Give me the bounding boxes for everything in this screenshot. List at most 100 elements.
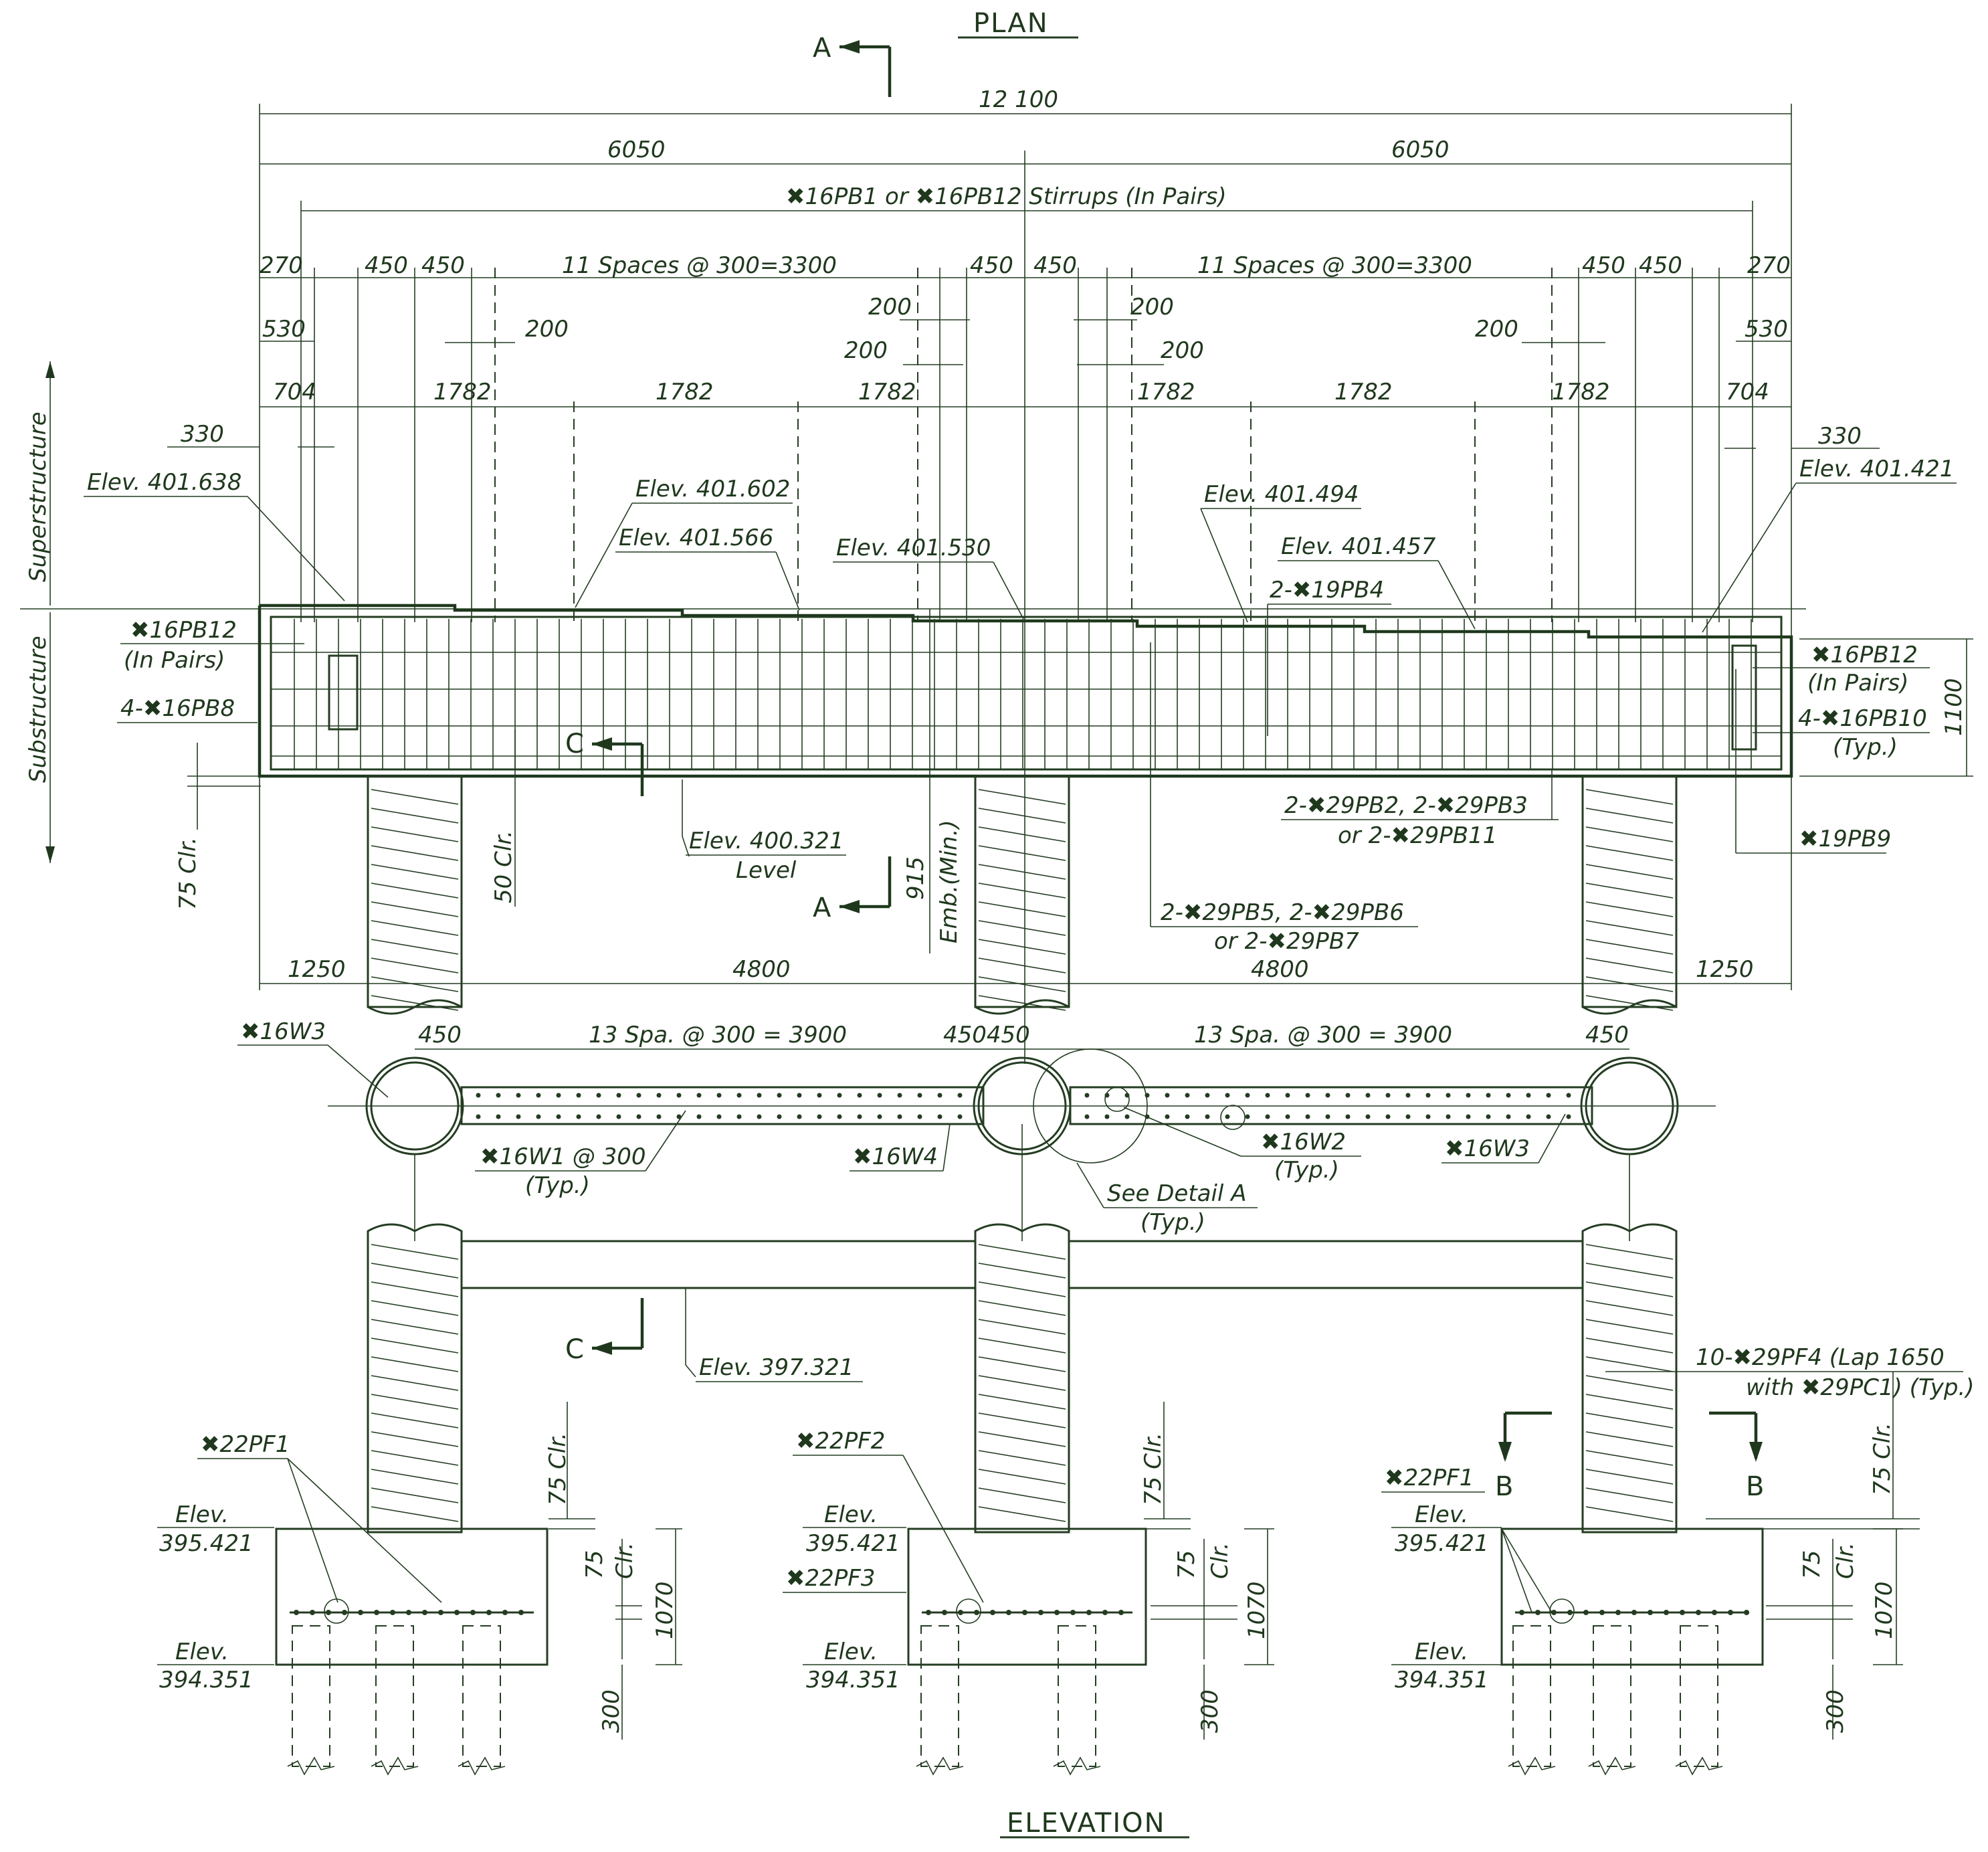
spiral — [1585, 1469, 1674, 1485]
svg-text:450: 450 — [1639, 252, 1682, 279]
footing-bar-dot — [1022, 1610, 1027, 1615]
footing-bar-dot — [374, 1610, 379, 1615]
svg-text:Elev. 401.421: Elev. 401.421 — [1799, 456, 1954, 482]
footing-bar-dot — [1551, 1610, 1557, 1615]
footing-bar-dot — [974, 1610, 979, 1615]
spiral — [371, 1469, 459, 1485]
svg-text:394.351: 394.351 — [806, 1667, 900, 1693]
svg-text:200: 200 — [844, 337, 888, 364]
spiral — [371, 920, 459, 936]
tie-dot — [877, 1093, 882, 1098]
callout-29pf4: 10-✖29PF4 (Lap 1650 with ✖29PC1) (Typ.) — [1605, 1344, 1975, 1401]
tie-dot — [1285, 1093, 1290, 1098]
callout-16w3-right: ✖16W3 — [1442, 1113, 1566, 1164]
footing-bar-dot — [1567, 1610, 1573, 1615]
tie-dot — [1405, 1114, 1411, 1119]
tie-dot — [1185, 1114, 1190, 1119]
tie-dot — [536, 1093, 541, 1098]
svg-text:1250: 1250 — [288, 956, 346, 983]
spiral — [1585, 1300, 1674, 1316]
section-marker-c-upper: C — [565, 729, 644, 796]
tie-dot — [1145, 1093, 1150, 1098]
tie-dot — [636, 1093, 641, 1098]
spiral — [978, 1431, 1066, 1447]
svg-text:1100: 1100 — [1941, 678, 1967, 736]
tie-dot — [1486, 1093, 1491, 1098]
tie-dot — [1084, 1093, 1090, 1098]
tie-dot — [676, 1114, 682, 1119]
footing-bar-dot — [294, 1610, 299, 1615]
spiral — [978, 976, 1066, 992]
tie-dot — [777, 1093, 782, 1098]
spiral — [978, 883, 1066, 899]
svg-text:75 Clr.: 75 Clr. — [1140, 1432, 1167, 1505]
spiral — [371, 901, 459, 917]
spiral — [1585, 976, 1674, 992]
callout-16w2: ✖16W2 (Typ.) — [1123, 1107, 1361, 1184]
tie-dot — [1305, 1114, 1310, 1119]
spiral — [371, 883, 459, 899]
pile-break — [1508, 1756, 1556, 1776]
svg-text:(Typ.): (Typ.) — [525, 1172, 590, 1199]
tie-dot — [736, 1114, 742, 1119]
footing — [1500, 1527, 1764, 1666]
tie-dot — [837, 1114, 842, 1119]
svg-text:394.351: 394.351 — [159, 1667, 254, 1693]
callout-29pb2: 2-✖29PB2, 2-✖29PB3 or 2-✖29PB11 — [1281, 769, 1559, 849]
tie-dot — [757, 1114, 762, 1119]
tie-dot — [1486, 1114, 1491, 1119]
svg-text:✖19PB9: ✖19PB9 — [1799, 826, 1891, 852]
tie-dot — [1104, 1114, 1110, 1119]
zone-substructure: Substructure — [25, 612, 55, 863]
svg-text:✖16W2: ✖16W2 — [1261, 1129, 1346, 1155]
elev-400-321: Elev. 400.321 Level — [682, 779, 846, 884]
svg-text:75: 75 — [1799, 1550, 1825, 1579]
spiral — [978, 1281, 1066, 1297]
tie-dot — [1185, 1093, 1190, 1098]
svg-text:2-✖29PB5, 2-✖29PB6: 2-✖29PB5, 2-✖29PB6 — [1161, 899, 1404, 926]
svg-text:Superstructure: Superstructure — [25, 411, 52, 582]
spiral — [371, 1394, 459, 1410]
spiral — [1585, 789, 1674, 805]
tie-dot — [1566, 1114, 1571, 1119]
svg-text:Elev.: Elev. — [1415, 1501, 1468, 1528]
svg-text:200: 200 — [1475, 316, 1518, 343]
svg-text:12 100: 12 100 — [979, 86, 1058, 113]
pile — [1593, 1625, 1631, 1767]
svg-text:Elev.: Elev. — [175, 1501, 229, 1528]
dim-4800-right: 4800 — [1251, 956, 1309, 983]
spiral — [1585, 957, 1674, 974]
callout-16w4: ✖16W4 — [850, 1123, 951, 1172]
svg-text:Elev.: Elev. — [175, 1639, 229, 1665]
spiral — [978, 920, 1066, 936]
footing-bar-dot — [1038, 1610, 1043, 1615]
pile — [1512, 1625, 1551, 1767]
tie-dot — [857, 1114, 862, 1119]
svg-text:75 Clr.: 75 Clr. — [544, 1432, 571, 1505]
section-marker-c-lower: C — [565, 1298, 644, 1365]
svg-text:75 Clr.: 75 Clr. — [1869, 1422, 1896, 1495]
pile-break — [371, 1756, 419, 1776]
dim-stirrups: ✖16PB1 or ✖16PB12 Stirrups (In Pairs) — [301, 183, 1753, 211]
elev-401-421: Elev. 401.421 — [1702, 456, 1957, 633]
svg-text:Elev. 400.321: Elev. 400.321 — [689, 828, 843, 854]
footing-bar-dot — [1712, 1610, 1717, 1615]
footing-bar-dot — [342, 1610, 347, 1615]
spiral — [1585, 1263, 1674, 1279]
svg-text:450: 450 — [1582, 252, 1625, 279]
column-upper — [974, 775, 1070, 1008]
svg-text:394.351: 394.351 — [1395, 1667, 1489, 1693]
footing-bar-dot — [1648, 1610, 1653, 1615]
tie-dot — [777, 1114, 782, 1119]
footing-bar-dot — [1744, 1610, 1749, 1615]
spiral — [978, 1356, 1066, 1372]
footing-bar-dot — [518, 1610, 524, 1615]
tie-dot — [476, 1114, 481, 1119]
footing-bar-dot — [1054, 1610, 1060, 1615]
tie-dot — [1425, 1093, 1431, 1098]
tie-dot — [1165, 1114, 1170, 1119]
dim-bar-row: 704 1782 1782 1782 1782 1782 1782 704 — [260, 379, 1791, 407]
tie-dot — [917, 1114, 922, 1119]
tie-dot — [1345, 1093, 1351, 1098]
svg-text:11 Spaces @ 300=3300: 11 Spaces @ 300=3300 — [562, 252, 837, 279]
